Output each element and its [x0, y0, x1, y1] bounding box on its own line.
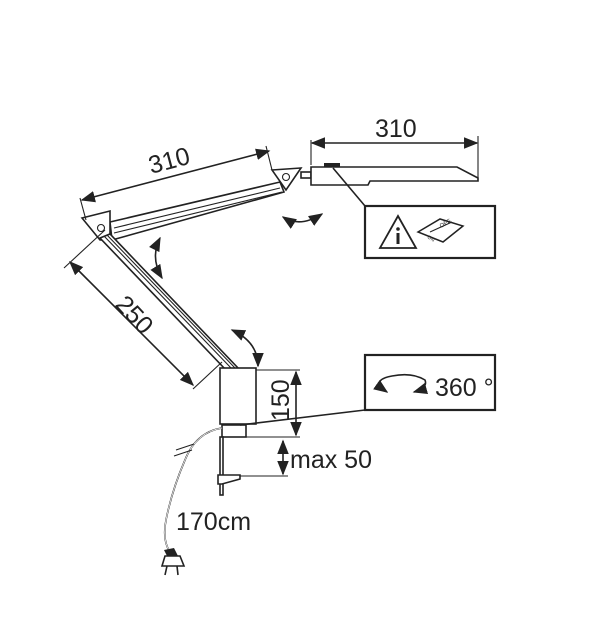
base-tilt-arrow-icon — [230, 329, 264, 368]
lamp-head: 310 — [310, 115, 479, 207]
upper-arm-length: 310 — [145, 142, 193, 180]
rotation-label: 360 ° — [435, 374, 494, 402]
rotate-360-icon — [373, 373, 429, 394]
rocker-switch-icon: OFF ON — [416, 218, 465, 244]
table-clamp: max 50 — [217, 424, 372, 496]
clamp-max-opening: max 50 — [290, 446, 372, 474]
svg-text:ON: ON — [426, 235, 436, 244]
power-cable — [163, 427, 223, 553]
switch-info-box: OFF ON — [363, 204, 497, 260]
head-length: 310 — [375, 115, 417, 143]
head-tilt-arrow-icon — [281, 213, 324, 229]
svg-text:OFF: OFF — [439, 218, 453, 229]
lower-arm-dimension: 250 — [63, 229, 223, 390]
warning-info-icon — [378, 214, 418, 249]
cable-length: 170cm — [176, 508, 251, 536]
plug-icon — [160, 548, 186, 576]
switch-marker — [324, 163, 340, 167]
base-height: 150 — [267, 379, 295, 421]
hinge-right — [270, 167, 303, 192]
elbow-rotation-arrow-icon — [149, 236, 163, 280]
lamp-base: 150 — [219, 367, 302, 438]
lower-arm-length: 250 — [110, 290, 159, 340]
rotation-info-box: 360 ° — [363, 353, 497, 412]
upper-arm — [80, 167, 312, 242]
